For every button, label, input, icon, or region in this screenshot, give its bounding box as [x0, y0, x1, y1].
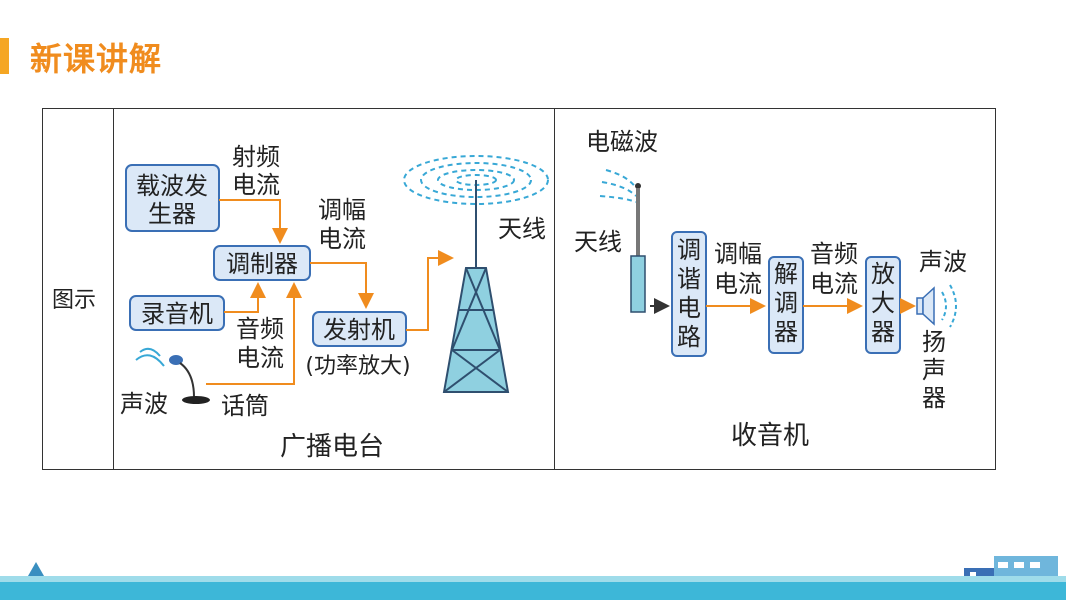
arrow-mic-to-modulator: [206, 282, 302, 385]
rf-current-line1: 射频: [232, 143, 280, 171]
demod-box-char-1: 解: [774, 260, 798, 288]
arrow-recorder-to-modulator: [224, 282, 266, 313]
footer-band-light: [0, 576, 1066, 582]
carrier-generator-box: [125, 164, 220, 232]
rx-sound-wave-label: 声波: [919, 248, 967, 276]
speaker-char-2: 声: [922, 356, 946, 384]
speaker-char-1: 扬: [922, 328, 946, 356]
rx-am-current-line2: 电流: [714, 270, 762, 298]
demod-box-char-3: 器: [774, 318, 798, 346]
receiver-caption: 收音机: [731, 421, 809, 451]
tuning-box-char-1: 调: [677, 236, 701, 264]
transmitter-label: 发射机: [323, 316, 395, 344]
rx-audio-current-line2: 电流: [810, 270, 858, 298]
amp-box-char-3: 器: [871, 318, 895, 346]
diagram-table: [42, 108, 996, 470]
page-title: 新课讲解: [30, 40, 163, 78]
sound-wave-label: 声波: [120, 390, 168, 418]
table-divider-1: [113, 108, 114, 470]
microphone-label: 话筒: [221, 392, 269, 420]
speaker-icon: [916, 286, 935, 326]
footer-band: [0, 582, 1066, 600]
tuning-box-char-4: 路: [677, 323, 701, 351]
rx-audio-current-line1: 音频: [810, 240, 858, 268]
receiver-antenna-label: 天线: [574, 228, 622, 256]
receiver-antenna-icon: [630, 183, 646, 313]
antenna-tower-icon: [442, 180, 510, 393]
tuning-box-char-2: 谐: [677, 265, 701, 293]
am-current-line1: 调幅: [318, 196, 366, 224]
power-amp-label: (功率放大): [305, 354, 410, 379]
am-current-line2: 电流: [318, 225, 366, 253]
sound-wave-arc-1: [139, 347, 161, 357]
microphone-icon: [169, 355, 210, 404]
sound-wave-arc-2: [135, 354, 165, 367]
arrow-carrier-to-modulator: [219, 199, 288, 244]
amp-box-char-2: 大: [871, 289, 895, 317]
row-label: 图示: [52, 288, 97, 313]
speaker-char-3: 器: [922, 384, 946, 412]
carrier-box-line2: 生器: [148, 200, 196, 228]
rf-current-line2: 电流: [232, 171, 280, 199]
arrow-modulator-to-transmitter: [310, 262, 374, 309]
em-wave-label: 电磁波: [586, 128, 658, 156]
em-wave-arcs: [599, 169, 637, 203]
tuning-circuit-box: [671, 231, 707, 357]
title-accent-bar: [0, 38, 9, 74]
recorder-label: 录音机: [141, 300, 213, 328]
arrow-transmitter-to-antenna: [406, 250, 454, 331]
carrier-box-line1: 载波发: [136, 172, 208, 200]
broadcast-caption: 广播电台: [280, 432, 384, 462]
amp-box-char-1: 放: [871, 260, 895, 288]
table-divider-2: [554, 108, 555, 470]
audio-current-line1: 音频: [236, 315, 284, 343]
speaker-sound-waves: [941, 284, 957, 328]
tuning-box-char-3: 电: [677, 294, 701, 322]
rx-am-current-line1: 调幅: [714, 240, 762, 268]
modulator-label: 调制器: [226, 250, 298, 278]
audio-current-line2: 电流: [236, 344, 284, 372]
demod-box-char-2: 调: [774, 289, 798, 317]
broadcast-antenna-label: 天线: [498, 215, 546, 243]
